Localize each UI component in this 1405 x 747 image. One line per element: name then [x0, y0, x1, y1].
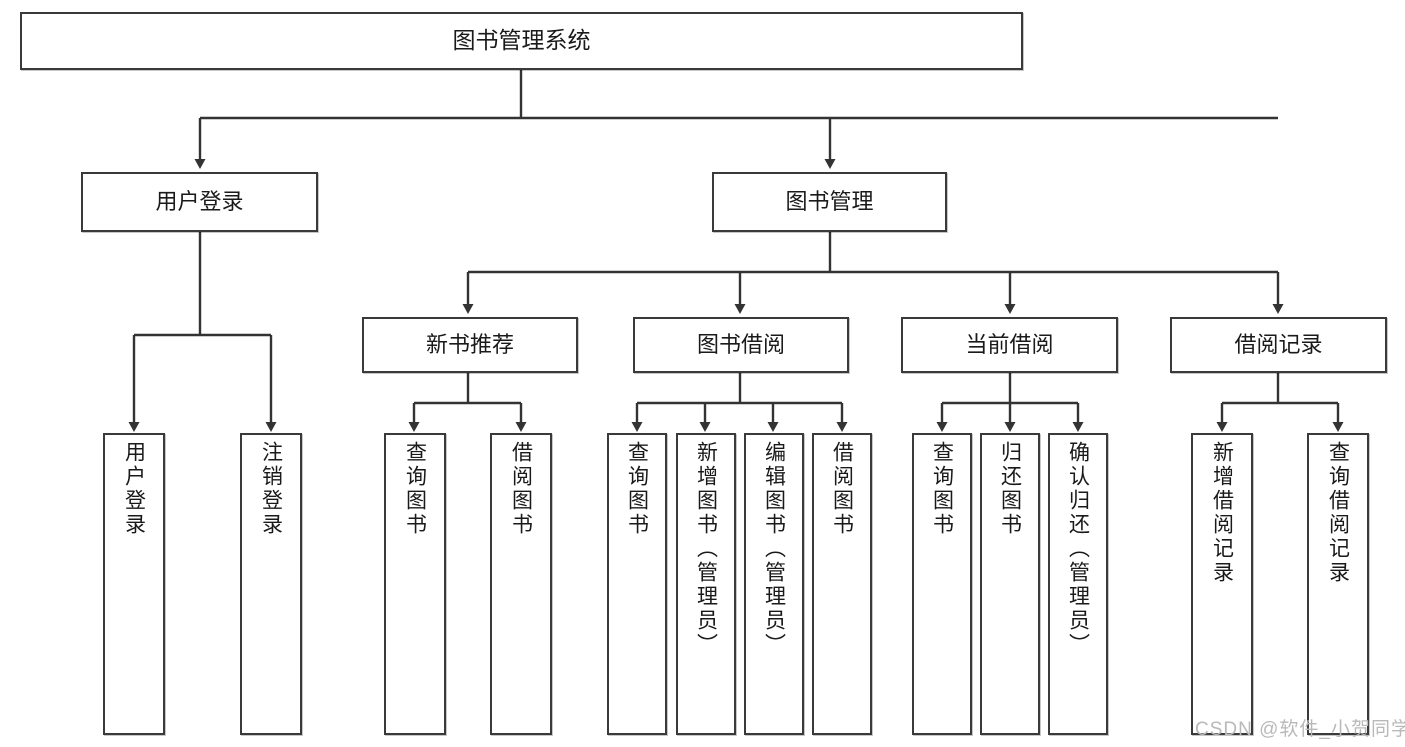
node-label: 编辑图书（管理员）	[762, 441, 786, 657]
node-label: 借阅图书	[509, 441, 533, 537]
node-borrow-record[interactable]: 借阅记录	[1170, 317, 1387, 373]
leaf-new-book-borrow[interactable]: 借阅图书	[490, 433, 552, 735]
node-label: 图书借阅	[696, 332, 785, 358]
node-label: 借阅记录	[1234, 332, 1323, 358]
node-label: 查询借阅记录	[1326, 441, 1350, 585]
watermark: CSDN @软件_小贺同学	[1195, 719, 1405, 740]
leaf-current-confirm-return-admin[interactable]: 确认归还（管理员）	[1048, 433, 1108, 735]
node-new-book-recommend[interactable]: 新书推荐	[362, 317, 578, 373]
node-label: 确认归还（管理员）	[1066, 441, 1090, 657]
node-user-login[interactable]: 用户登录	[81, 172, 318, 232]
node-root-system[interactable]: 图书管理系统	[20, 12, 1023, 70]
node-label: 用户登录	[155, 189, 244, 215]
node-label: 图书管理系统	[452, 27, 591, 54]
node-book-borrow[interactable]: 图书借阅	[633, 317, 849, 373]
node-label: 图书管理	[785, 189, 874, 215]
leaf-user-login-signin[interactable]: 用户登录	[103, 433, 165, 735]
leaf-borrow-add-book-admin[interactable]: 新增图书（管理员）	[676, 433, 736, 735]
node-label: 归还图书	[998, 441, 1022, 537]
leaf-borrow-borrow-book[interactable]: 借阅图书	[812, 433, 872, 735]
leaf-new-book-query[interactable]: 查询图书	[384, 433, 446, 735]
node-label: 新书推荐	[425, 332, 514, 358]
node-label: 用户登录	[122, 441, 146, 537]
node-label: 新增借阅记录	[1210, 441, 1234, 585]
leaf-record-add[interactable]: 新增借阅记录	[1191, 433, 1253, 735]
leaf-user-login-signout[interactable]: 注销登录	[240, 433, 302, 735]
node-label: 新增图书（管理员）	[694, 441, 718, 657]
leaf-record-query[interactable]: 查询借阅记录	[1307, 433, 1369, 735]
node-label: 查询图书	[625, 441, 649, 537]
node-label: 借阅图书	[830, 441, 854, 537]
node-label: 注销登录	[259, 441, 283, 537]
leaf-current-query-book[interactable]: 查询图书	[912, 433, 972, 735]
node-label: 查询图书	[403, 441, 427, 537]
node-book-management[interactable]: 图书管理	[712, 172, 947, 232]
node-label: 查询图书	[930, 441, 954, 537]
node-current-borrow[interactable]: 当前借阅	[901, 317, 1118, 373]
leaf-borrow-query-book[interactable]: 查询图书	[607, 433, 667, 735]
leaf-current-return-book[interactable]: 归还图书	[980, 433, 1040, 735]
leaf-borrow-edit-book-admin[interactable]: 编辑图书（管理员）	[744, 433, 804, 735]
node-label: 当前借阅	[965, 332, 1054, 358]
